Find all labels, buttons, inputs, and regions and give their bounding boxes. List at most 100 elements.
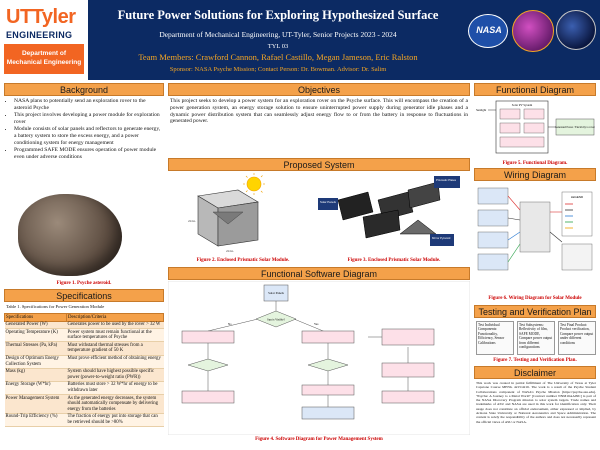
table-caption: Table 1. Specifications for Power Genera… (6, 304, 105, 309)
exploded-module-drawing (337, 181, 441, 239)
mirror-pyramid-label: Mirror Pyramid (432, 236, 451, 240)
decision-node-label: Sun is Visible? (267, 318, 286, 322)
table-row: Mass (kg)System should have highest poss… (4, 368, 164, 382)
figure2-caption: Figure 2. Enclosed Prismatic Solar Modul… (196, 258, 290, 263)
table-cell: As the generated energy decreases, the s… (66, 394, 164, 414)
test-subsystems-box: Test Subsystems: Reflectivity of film, S… (517, 321, 555, 355)
wiring-component (477, 231, 509, 249)
dimension-width-label: 24 in. (226, 249, 234, 253)
logo-engineering: ENGINEERING (6, 30, 73, 40)
table-row: Thermal Stresses (Pa, kPa)Must withstand… (4, 341, 164, 356)
solar-panels-callout (318, 198, 338, 210)
dimension-height-label: 24 in. (188, 219, 196, 223)
specifications-table: Specifications Description/Criteria Gene… (4, 313, 164, 428)
nasa-logo-text: NASA (476, 25, 502, 35)
flow-decision (307, 358, 349, 372)
poster-title: Future Power Solutions for Exploring Hyp… (117, 8, 439, 22)
table-cell: Power system must remain functional at t… (66, 328, 164, 343)
background-bullet: Programmed SAFE MODE ensures operation o… (14, 147, 162, 161)
flow-decision (187, 358, 229, 372)
software-flowchart: Solar Panels Sun is Visible? No Yes (168, 281, 470, 435)
table-cell: Design of Optimum Energy Collection Syst… (4, 355, 67, 369)
table-cell: Must withstand thermal stresses from a t… (66, 341, 164, 356)
flow-node (301, 330, 355, 344)
table-header: Specifications (4, 313, 67, 322)
sponsor-line: Sponsor: NASA Psyche Mission; Contact Pe… (169, 66, 387, 73)
table-header-row: Specifications Description/Criteria (4, 313, 164, 322)
decision-node (255, 310, 297, 328)
functional-block (499, 136, 545, 148)
disclaimer-heading: Disclaimer (474, 366, 596, 379)
table-cell: Must prove efficient method of obtaining… (66, 355, 164, 369)
battery-pack (561, 243, 593, 271)
prismatic-plates-callout (434, 176, 460, 188)
functional-block (523, 108, 545, 120)
proposed-system-figures: 24 in. 24 in. Solar Panels Prismatic Pla… (188, 173, 460, 253)
background-bullet: Module consists of solar panels and refl… (14, 126, 162, 146)
table-row: Generated Power (W)Generates power to be… (4, 321, 164, 330)
solar-pv-system-title: Solar PV System (512, 103, 533, 107)
objectives-text: This project seeks to develop a power sy… (170, 98, 468, 125)
testing-heading: Testing and Verification Plan (474, 305, 596, 318)
figure6-caption: Figure 6. Wiring Diagram for Solar Modul… (488, 296, 582, 301)
background-bullet: This project involves developing a power… (14, 112, 162, 126)
table-cell: Thermal Stresses (Pa, kPa) (4, 341, 67, 356)
functional-block (523, 122, 545, 134)
proposed-system-heading: Proposed System (168, 158, 470, 171)
logo-brand: UTTyler (6, 6, 76, 28)
generated-power-label: Generated Power / Electricity to rover (555, 126, 595, 129)
functional-block (499, 108, 521, 120)
objectives-heading: Objectives (168, 83, 470, 96)
table-cell: Energy Storage (W*hr) (4, 381, 67, 396)
table-row: Round-Trip Efficiency (%)The fraction of… (4, 413, 164, 428)
table-cell: The fraction of energy put into storage … (66, 413, 164, 428)
sun-icon (243, 173, 265, 195)
flow-node (381, 328, 435, 346)
flow-node (301, 406, 355, 420)
start-node (263, 284, 289, 302)
test-final-box: Test Final Product: Product verification… (558, 321, 596, 355)
poster-subtitle: Department of Mechanical Engineering, UT… (159, 30, 397, 39)
team-members: Team Members: Crawford Cannon, Rafael Ca… (138, 52, 418, 62)
table-row: Energy Storage (W*hr)Batteries must stor… (4, 381, 164, 396)
functional-diagram: Sunlight Solar PV System Generated Power… (474, 97, 596, 159)
functional-block (499, 122, 521, 134)
generated-power-box (555, 118, 595, 136)
software-diagram-heading: Functional Software Diagram (168, 267, 470, 280)
table-header: Description/Criteria (66, 313, 164, 322)
background-text: NASA plans to potentially send an explor… (6, 98, 162, 161)
table-cell: System should have highest possible spec… (66, 368, 164, 382)
table-cell: Mass (kg) (4, 368, 67, 382)
start-node-label: Solar Panels (268, 291, 285, 295)
table-row: Operating Temperature (K)Power system mu… (4, 328, 164, 343)
flow-node (181, 330, 235, 344)
figure7-caption: Figure 7. Testing and Verification Plan. (493, 358, 577, 363)
table-row: Design of Optimum Energy Collection Syst… (4, 355, 164, 369)
table-cell: Generated Power (W) (4, 321, 67, 330)
controller-board (519, 201, 551, 253)
sunlight-label: Sunlight (476, 108, 486, 112)
logo-department: Department of Mechanical Engineering (4, 44, 84, 74)
table-cell: Operating Temperature (K) (4, 328, 67, 343)
psyche-asteroid-image (18, 194, 122, 276)
background-bullet: NASA plans to potentially send an explor… (14, 98, 162, 112)
disclaimer-text: This work was created in partial fulfill… (476, 381, 596, 424)
specifications-heading: Specifications (4, 289, 164, 302)
table-cell: Generates power to be used by the rover … (66, 321, 164, 330)
figure5-caption: Figure 5. Functional Diagram. (502, 161, 568, 166)
no-branch-label: No (228, 322, 232, 326)
table-cell: Power Management System (4, 394, 67, 414)
nasa-logo-icon: NASA (468, 14, 508, 48)
poster-header: UTTyler ENGINEERING Department of Mechan… (0, 0, 600, 80)
prismatic-plates-label: Prismatic Plates (436, 178, 457, 182)
mirror-pyramid-callout (430, 234, 454, 246)
figure1-caption: Figure 1. Psyche asteroid. (56, 281, 112, 286)
wiring-diagram-heading: Wiring Diagram (474, 168, 596, 181)
flow-node (301, 384, 355, 396)
wiring-component (477, 253, 509, 271)
figure4-caption: Figure 4. Software Diagram for Power Man… (255, 437, 383, 442)
flow-node (381, 362, 435, 378)
wiring-diagram: LEGEND (474, 182, 596, 294)
figure3-caption: Figure 3. Enclosed Prismatic Solar Modul… (347, 258, 441, 263)
